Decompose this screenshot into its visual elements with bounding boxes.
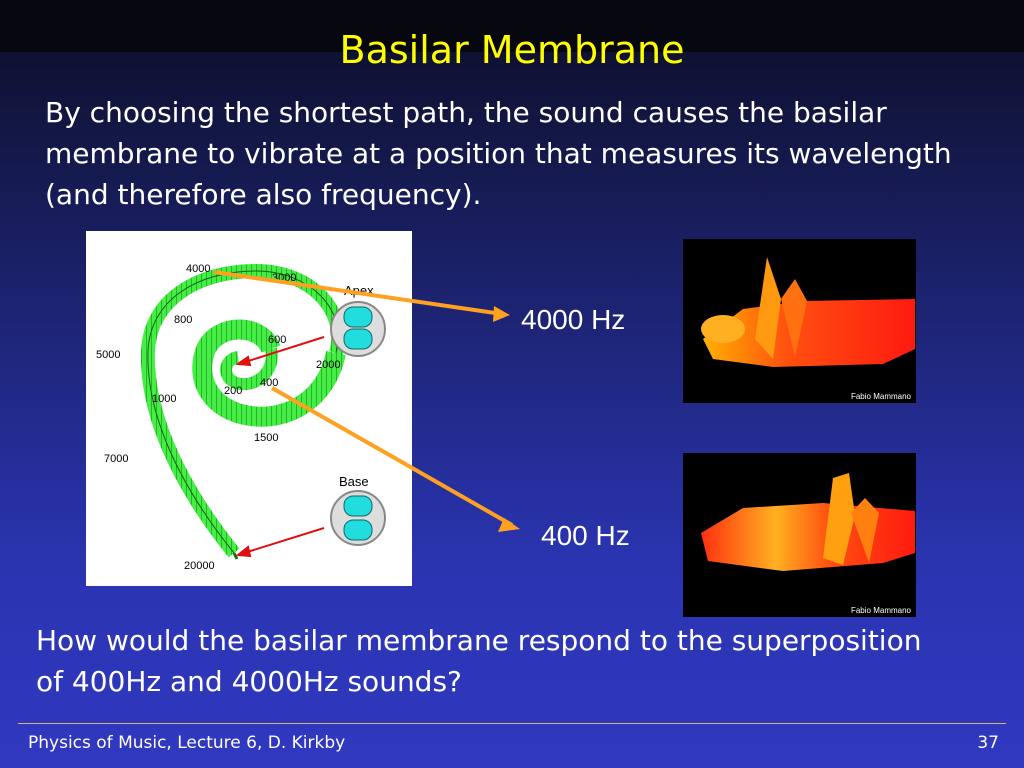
freq-label-200: 200 [224, 385, 242, 397]
freq-label-4000: 4000 [186, 263, 210, 275]
freq-label-1000: 1000 [152, 393, 176, 405]
apex-pointer-arrow [241, 336, 325, 364]
wave-surface-4000hz [701, 257, 915, 367]
simulation-4000hz-image: Fabio Mammano [683, 239, 916, 403]
wave-surface-400hz [701, 473, 915, 571]
image-credit: Fabio Mammano [850, 392, 911, 401]
arrow-to-4000hz [213, 270, 503, 316]
slide-title: Basilar Membrane [339, 28, 685, 72]
freq-label-1500: 1500 [254, 432, 278, 444]
footer-course-info: Physics of Music, Lecture 6, D. Kirkby [28, 733, 346, 753]
base-label: Base [339, 474, 369, 489]
freq-label-400: 400 [260, 377, 278, 389]
freq-label-2000: 2000 [316, 359, 340, 371]
freq-label-5000: 5000 [96, 349, 120, 361]
cochlea-figure: 4000 3000 800 600 5000 2000 1000 200 400… [96, 263, 386, 572]
membrane-apex-coil [220, 347, 278, 391]
footer-divider [18, 723, 1006, 724]
arrow-to-400hz [271, 386, 513, 527]
simulation-400hz-image: Fabio Mammano [683, 453, 916, 617]
page-number: 37 [977, 733, 999, 753]
cochlea-diagram: 4000 3000 800 600 5000 2000 1000 200 400… [86, 231, 412, 586]
intro-paragraph: By choosing the shortest path, the sound… [45, 96, 952, 211]
question-paragraph: How would the basilar membrane respond t… [36, 624, 922, 698]
apex-cross-section [330, 301, 386, 357]
freq-label-20000: 20000 [184, 560, 215, 572]
label-400hz: 400 Hz [541, 520, 630, 551]
base-pointer-arrow [243, 527, 325, 554]
freq-label-600: 600 [268, 334, 286, 346]
freq-label-800: 800 [174, 314, 192, 326]
membrane-inner-turn [192, 319, 346, 427]
freq-label-7000: 7000 [104, 453, 128, 465]
base-cross-section [330, 490, 386, 546]
title-bar-background [0, 0, 1024, 52]
label-4000hz: 4000 Hz [521, 304, 626, 335]
image-credit: Fabio Mammano [850, 606, 911, 615]
membrane-base-tail [232, 552, 239, 560]
